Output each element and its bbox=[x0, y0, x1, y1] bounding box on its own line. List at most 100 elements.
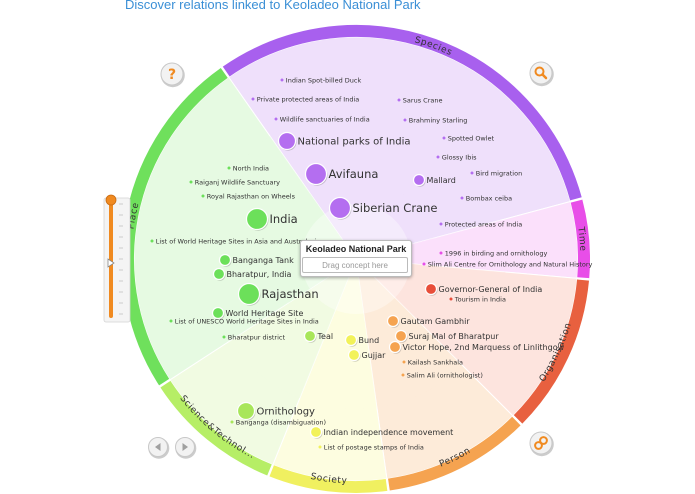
node-dot[interactable] bbox=[328, 196, 352, 220]
node-dot[interactable] bbox=[200, 193, 205, 198]
sector-band-organisation[interactable] bbox=[513, 279, 589, 424]
node-dot[interactable] bbox=[188, 179, 193, 184]
sector-band-place[interactable] bbox=[122, 68, 228, 386]
node-bird-migration[interactable]: Bird migration bbox=[470, 169, 522, 177]
forward-button[interactable] bbox=[175, 437, 197, 459]
node-dot[interactable] bbox=[347, 348, 361, 362]
node-suraj-mal-of-bharatpur[interactable]: Suraj Mal of Bharatpur bbox=[394, 329, 500, 343]
node-dot[interactable] bbox=[318, 445, 323, 450]
node-dot[interactable] bbox=[168, 319, 173, 324]
node-dot[interactable] bbox=[403, 117, 408, 122]
node-dot[interactable] bbox=[397, 97, 402, 102]
node-slim-ali-centre-for-ornithology-and-natural-history[interactable]: Slim Ali Centre for Ornithology and Natu… bbox=[422, 260, 593, 268]
node-dot[interactable] bbox=[436, 154, 441, 159]
node-label[interactable]: Ornithology bbox=[257, 407, 316, 418]
node-dot[interactable] bbox=[236, 401, 256, 421]
node-national-parks-of-india[interactable]: National parks of India bbox=[277, 131, 411, 151]
node-dot[interactable] bbox=[470, 170, 475, 175]
concept-drop-field[interactable] bbox=[302, 257, 408, 273]
slider-knob[interactable] bbox=[105, 194, 117, 206]
search-button[interactable] bbox=[529, 61, 554, 87]
node-label[interactable]: Indian independence movement bbox=[324, 428, 454, 437]
node-bombax-ceiba[interactable]: Bombax ceiba bbox=[460, 194, 512, 202]
sector-band-species[interactable] bbox=[222, 25, 582, 201]
node-dot[interactable] bbox=[388, 340, 402, 354]
node-dot[interactable] bbox=[280, 77, 285, 82]
node-dot[interactable] bbox=[424, 282, 438, 296]
node-dot[interactable] bbox=[149, 238, 154, 243]
node-dot[interactable] bbox=[309, 425, 323, 439]
node-label[interactable]: Raiganj Wildlife Sanctuary bbox=[195, 178, 280, 186]
node-label[interactable]: Victor Hope, 2nd Marquess of Linlithgow bbox=[403, 343, 565, 352]
node-label[interactable]: Brahminy Starling bbox=[409, 116, 468, 124]
node-banganga-disambiguation[interactable]: Banganga (disambiguation) bbox=[229, 418, 326, 426]
node-gujjar[interactable]: Gujjar bbox=[347, 348, 387, 362]
node-label[interactable]: National parks of India bbox=[298, 137, 411, 148]
node-dot[interactable] bbox=[344, 333, 358, 347]
node-label[interactable]: Protected areas of India bbox=[445, 220, 522, 228]
node-spotted-owlet[interactable]: Spotted Owlet bbox=[442, 134, 495, 142]
node-label[interactable]: Salim Ali (ornithologist) bbox=[407, 371, 483, 379]
node-bharatpur-district[interactable]: Bharatpur district bbox=[221, 333, 286, 341]
node-label[interactable]: Teal bbox=[317, 332, 334, 341]
node-india[interactable]: India bbox=[245, 207, 298, 231]
node-label[interactable]: Slim Ali Centre for Ornithology and Natu… bbox=[428, 260, 593, 268]
node-label[interactable]: Glossy Ibis bbox=[442, 153, 477, 161]
node-ornithology[interactable]: Ornithology bbox=[236, 401, 316, 421]
sector-band-science[interactable] bbox=[160, 380, 272, 476]
node-list-of-world-heritage-sites-in-asia-and-australasia[interactable]: List of World Heritage Sites in Asia and… bbox=[149, 237, 321, 245]
node-dot[interactable] bbox=[237, 282, 261, 306]
help-button[interactable]: ? bbox=[160, 62, 185, 88]
center-concept-label[interactable]: Keoladeo National Park bbox=[305, 244, 407, 254]
node-dot[interactable] bbox=[412, 173, 426, 187]
node-label[interactable]: Indian Spot-billed Duck bbox=[286, 76, 362, 84]
node-banganga-tank[interactable]: Banganga Tank bbox=[218, 253, 295, 267]
node-indian-spot-billed-duck[interactable]: Indian Spot-billed Duck bbox=[280, 76, 361, 84]
node-label[interactable]: Bombax ceiba bbox=[466, 194, 512, 202]
node-label[interactable]: Gautam Gambhir bbox=[401, 317, 471, 326]
node-label[interactable]: Rajasthan bbox=[262, 287, 319, 301]
node-dot[interactable] bbox=[439, 221, 444, 226]
node-victor-hope-2nd-marquess-of-linlithgow[interactable]: Victor Hope, 2nd Marquess of Linlithgow bbox=[388, 340, 565, 354]
node-tourism-in-india[interactable]: Tourism in India bbox=[449, 295, 506, 303]
node-dot[interactable] bbox=[386, 314, 400, 328]
node-dot[interactable] bbox=[212, 267, 226, 281]
node-dot[interactable] bbox=[229, 420, 234, 425]
node-glossy-ibis[interactable]: Glossy Ibis bbox=[436, 153, 477, 161]
node-list-of-unesco-world-heritage-sites-in-india[interactable]: List of UNESCO World Heritage Sites in I… bbox=[168, 317, 319, 325]
node-private-protected-areas-of-india[interactable]: Private protected areas of India bbox=[250, 95, 359, 103]
node-bharatpur-india[interactable]: Bharatpur, India bbox=[212, 267, 292, 281]
node-raiganj-wildlife-sanctuary[interactable]: Raiganj Wildlife Sanctuary bbox=[188, 178, 280, 186]
node-avifauna[interactable]: Avifauna bbox=[304, 162, 379, 186]
node-label[interactable]: Wildlife sanctuaries of India bbox=[280, 115, 370, 123]
node-label[interactable]: Siberian Crane bbox=[353, 201, 438, 215]
radius-slider[interactable] bbox=[103, 192, 131, 324]
node-label[interactable]: Bharatpur, India bbox=[227, 270, 292, 279]
node-dot[interactable] bbox=[226, 165, 231, 170]
node-label[interactable]: Spotted Owlet bbox=[448, 134, 495, 142]
node-wildlife-sanctuaries-of-india[interactable]: Wildlife sanctuaries of India bbox=[274, 115, 370, 123]
node-dot[interactable] bbox=[304, 162, 328, 186]
node-dot[interactable] bbox=[422, 262, 427, 267]
node-label[interactable]: Avifauna bbox=[329, 167, 379, 181]
sector-label-time[interactable]: Time bbox=[575, 225, 587, 251]
node-label[interactable]: Gujjar bbox=[362, 351, 387, 360]
sector-band-person[interactable] bbox=[388, 416, 521, 491]
button-face[interactable] bbox=[160, 62, 184, 86]
share-button[interactable] bbox=[529, 431, 554, 457]
node-label[interactable]: World Heritage Site bbox=[226, 309, 304, 318]
node-kailash-sankhala[interactable]: Kailash Sankhala bbox=[402, 358, 463, 366]
button-face[interactable] bbox=[529, 61, 553, 85]
node-label[interactable]: List of UNESCO World Heritage Sites in I… bbox=[175, 317, 319, 325]
node-label[interactable]: Bund bbox=[359, 336, 380, 345]
node-gautam-gambhir[interactable]: Gautam Gambhir bbox=[386, 314, 471, 328]
slider-track[interactable] bbox=[109, 200, 113, 318]
node-dot[interactable] bbox=[460, 195, 465, 200]
node-label[interactable]: Governor-General of India bbox=[439, 285, 543, 294]
node-world-heritage-site[interactable]: World Heritage Site bbox=[211, 306, 304, 320]
node-label[interactable]: India bbox=[270, 212, 298, 226]
node-label[interactable]: List of World Heritage Sites in Asia and… bbox=[156, 237, 321, 245]
node-teal[interactable]: Teal bbox=[303, 329, 334, 343]
node-label[interactable]: Tourism in India bbox=[454, 295, 506, 303]
node-label[interactable]: Bharatpur district bbox=[228, 333, 286, 341]
